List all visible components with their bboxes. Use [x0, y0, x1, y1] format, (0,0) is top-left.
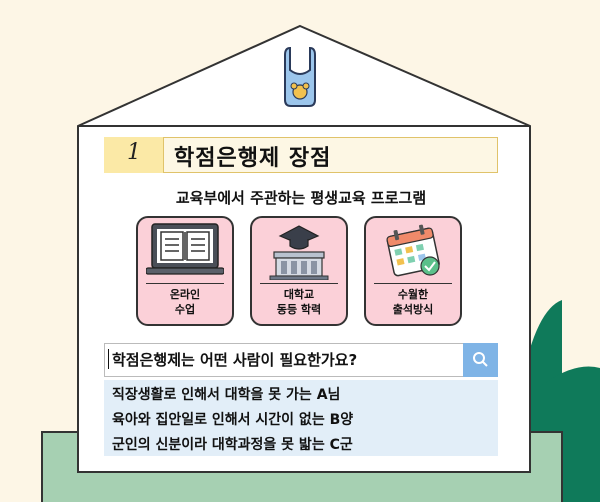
card-university-line2: 동등 학력	[276, 303, 322, 316]
card-online-line1: 온라인	[169, 288, 201, 301]
card-divider	[260, 283, 338, 284]
search-button[interactable]	[463, 343, 498, 377]
card-divider	[374, 283, 452, 284]
answer-panel	[104, 380, 498, 456]
search-icon	[473, 352, 488, 367]
baby-bib-icon	[284, 46, 316, 107]
answer-item-3: 군인의 신분이라 대학과정을 못 밟는 C군	[112, 437, 353, 453]
section-number: 1	[127, 140, 141, 165]
answer-item-2: 육아와 집안일로 인해서 시간이 없는 B양	[112, 412, 354, 428]
card-attendance-line1: 수월한	[397, 288, 429, 301]
calendar-check-icon	[386, 224, 440, 277]
section-title-bar	[104, 137, 498, 173]
section-title: 학점은행제 장점	[174, 146, 332, 171]
text-cursor	[108, 349, 109, 369]
university-building-icon	[269, 225, 329, 280]
answer-item-1: 직장생활로 인해서 대학을 못 가는 A님	[112, 387, 341, 403]
subtitle: 교육부에서 주관하는 평생교육 프로그램	[175, 189, 427, 207]
card-attendance-line2: 출석방식	[392, 303, 434, 316]
laptop-book-icon	[146, 223, 224, 275]
search-query[interactable]: 학점은행제는 어떤 사람이 필요한가요?	[112, 351, 358, 369]
card-online-line2: 수업	[174, 303, 196, 316]
search-bar[interactable]	[104, 343, 498, 377]
section-number-box	[104, 137, 164, 173]
card-university-line1: 대학교	[283, 288, 315, 301]
card-divider	[146, 283, 224, 284]
